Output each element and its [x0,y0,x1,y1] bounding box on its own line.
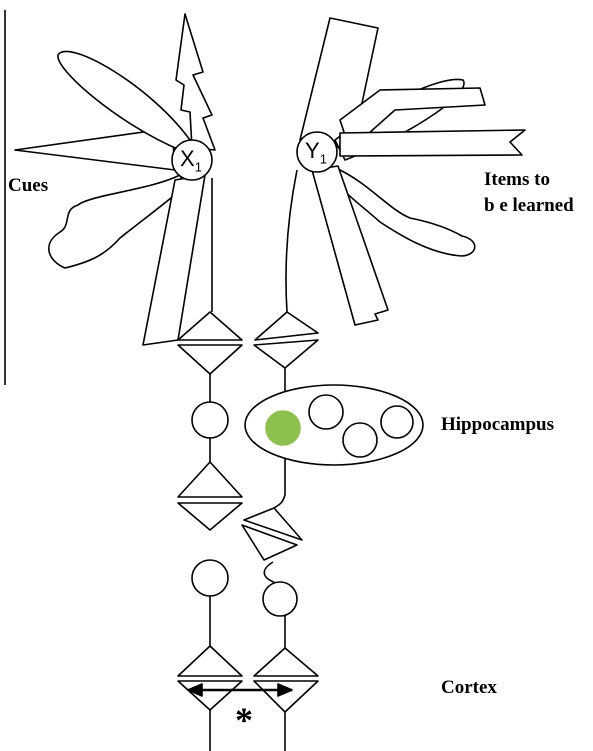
items-to-label: Items to [484,168,550,192]
cues-label: Cues [8,174,48,198]
y1-node-label: Y1 [305,139,327,171]
x1-node-label: X1 [180,147,202,179]
y1-subscript: 1 [320,151,327,166]
left-cell-body-2 [192,560,228,596]
item-petal-long-bar [340,130,525,156]
cortex-label: Cortex [441,676,497,700]
right-axon-3 [264,562,276,583]
hippocampus-cell-2 [343,423,377,457]
left-synapse-3 [178,646,242,710]
right-cell-body-lower [263,582,297,616]
be-learned-label: b e learned [484,194,574,218]
asterisk-mark: * [235,700,253,740]
x1-subscript: 1 [195,159,202,174]
left-cell-body-1 [192,402,228,438]
left-synapse-1 [178,312,242,374]
hippocampus-cell-1 [309,395,343,429]
hippocampus-cell-3 [381,406,413,438]
right-synapse-2 [242,508,302,560]
y1-letter: Y [305,138,320,163]
x1-letter: X [180,146,195,171]
hippocampus-active-cell [266,411,300,445]
hippocampus-label: Hippocampus [441,413,554,437]
right-axon-upper [286,170,297,312]
right-synapse-3 [254,648,318,712]
left-synapse-2 [178,462,242,530]
right-synapse-1 [254,312,318,368]
